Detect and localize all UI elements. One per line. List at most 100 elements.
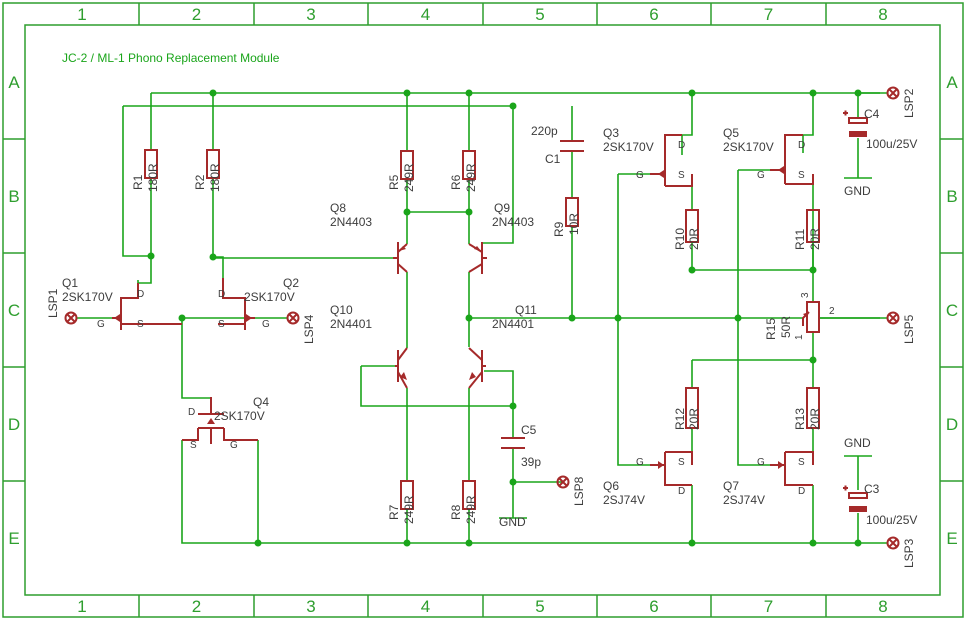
fet-designator: Q2 bbox=[283, 276, 299, 290]
junction-dot bbox=[254, 539, 262, 547]
resistor-designator: R11 bbox=[793, 229, 807, 250]
bjt-collector bbox=[397, 263, 408, 273]
bjt-arrow bbox=[399, 246, 406, 251]
resistor-r11 bbox=[806, 209, 820, 243]
frame-column-label-top: 6 bbox=[649, 5, 658, 24]
junction-dot bbox=[403, 208, 411, 216]
capacitor-value: 220p bbox=[531, 124, 558, 138]
pin-d: D bbox=[218, 289, 225, 300]
bjt-part: 2N4401 bbox=[492, 317, 534, 331]
jfet-drain-lead bbox=[222, 278, 246, 306]
bjt-q11 bbox=[468, 347, 486, 389]
fet-part: 2SK170V bbox=[214, 409, 265, 423]
connector-label: LSP5 bbox=[902, 314, 916, 344]
junction-dot bbox=[403, 89, 411, 97]
pot-designator: R15 bbox=[764, 318, 778, 340]
wire bbox=[737, 170, 770, 466]
junction-dot bbox=[509, 402, 517, 410]
bjt-designator: Q9 bbox=[494, 201, 510, 215]
frame-column-label-top: 1 bbox=[77, 5, 86, 24]
jfet-drain-lead bbox=[784, 478, 813, 486]
bjt-emitter bbox=[468, 371, 483, 389]
junction-dot bbox=[688, 266, 696, 274]
junction-dot bbox=[147, 252, 155, 260]
gnd-label: GND bbox=[499, 515, 526, 529]
capacitor-designator: C5 bbox=[521, 423, 537, 437]
junction-dots bbox=[147, 89, 862, 547]
jfet-drain-lead bbox=[664, 134, 682, 160]
fet-designator: Q7 bbox=[723, 479, 739, 493]
electrolytic-c4-plate bbox=[848, 117, 868, 124]
junction-dot bbox=[688, 539, 696, 547]
jfet-source-lead bbox=[785, 451, 814, 465]
connector-lsp1 bbox=[64, 311, 78, 325]
connector-cross bbox=[288, 313, 298, 323]
plus-sign bbox=[843, 110, 848, 116]
components bbox=[64, 86, 900, 550]
frame-column-label-top: 2 bbox=[192, 5, 201, 24]
frame-row-label-right: C bbox=[946, 301, 958, 320]
bjt-arrow bbox=[474, 246, 481, 251]
frame-column-label-top: 7 bbox=[764, 5, 773, 24]
connector-lsp8 bbox=[556, 475, 570, 489]
frame-row-label-right: B bbox=[946, 187, 957, 206]
resistor-designator: R2 bbox=[193, 174, 207, 190]
connector-cross bbox=[888, 88, 898, 98]
electrolytic-c4-neg bbox=[849, 131, 867, 137]
fet-designator: Q1 bbox=[62, 276, 78, 290]
frame-row-label-left: A bbox=[8, 73, 20, 92]
fet-designator: Q3 bbox=[603, 126, 619, 140]
frame-row-label-left: E bbox=[8, 529, 19, 548]
pin-d: D bbox=[678, 140, 685, 151]
bjt-arrow bbox=[400, 372, 407, 380]
jfet-source-lead bbox=[785, 174, 814, 185]
connector-lsp3 bbox=[886, 536, 900, 550]
resistor-value: 249R bbox=[464, 495, 478, 524]
bjt-emitter bbox=[397, 371, 408, 389]
connector-lsp5 bbox=[886, 311, 900, 325]
connector-cross bbox=[888, 313, 898, 323]
jfet-source-lead bbox=[182, 428, 258, 441]
fet-part: 2SJ74V bbox=[603, 493, 645, 507]
resistor-r5 bbox=[400, 150, 414, 180]
capacitor-designator: C4 bbox=[864, 107, 880, 121]
pin-d: D bbox=[798, 486, 805, 497]
frame-row-label-right: A bbox=[946, 73, 958, 92]
potentiometer-r15 bbox=[806, 301, 820, 333]
pin-s: S bbox=[137, 319, 144, 330]
jfet-drain-lead bbox=[664, 478, 692, 486]
bjt-q10 bbox=[395, 347, 408, 389]
pin-s: S bbox=[678, 170, 685, 181]
frame-column-label-top: 4 bbox=[421, 5, 430, 24]
wire bbox=[181, 318, 211, 399]
junction-dot bbox=[178, 314, 186, 322]
pin-g: G bbox=[636, 170, 644, 181]
frame-row-label-left: B bbox=[8, 187, 19, 206]
connector-cross bbox=[888, 538, 898, 548]
connector-cross bbox=[558, 477, 568, 487]
wire bbox=[482, 106, 514, 244]
frame-column-label-bottom: 7 bbox=[764, 597, 773, 616]
wire bbox=[682, 93, 693, 136]
jfet-q6 bbox=[650, 451, 693, 486]
wire bbox=[803, 93, 814, 136]
resistor-r1 bbox=[144, 149, 158, 179]
wire bbox=[137, 178, 152, 284]
resistor-value: 20R bbox=[808, 408, 822, 430]
resistor-designator: R9 bbox=[552, 221, 566, 237]
fet-designator: Q4 bbox=[253, 395, 269, 409]
junction-dot bbox=[465, 89, 473, 97]
junction-dot bbox=[854, 89, 862, 97]
bjt-collector bbox=[468, 263, 483, 273]
bjt-collector bbox=[397, 347, 408, 361]
resistor-value: 180R bbox=[208, 163, 222, 192]
jfet-q3 bbox=[650, 134, 693, 187]
jfet-arrow bbox=[658, 461, 664, 469]
pot-pin-3: 3 bbox=[800, 292, 811, 298]
frame-column-label-bottom: 3 bbox=[306, 597, 315, 616]
connector-lsp2 bbox=[886, 86, 900, 100]
resistor-value: 249R bbox=[464, 163, 478, 192]
capacitor-value: 100u/25V bbox=[866, 137, 917, 151]
